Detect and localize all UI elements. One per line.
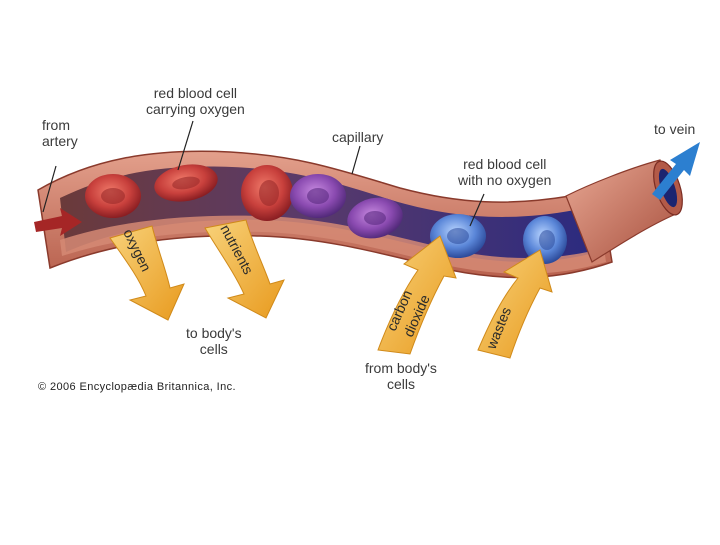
to-vein-label: to vein [654,121,696,137]
oxygen-red-blood-cells [85,164,293,221]
vein-outflow-arrow [652,142,700,200]
artery-inflow-arrow [34,208,82,236]
copyright-notice: © 2006 Encyclopædia Britannica, Inc. [38,381,236,393]
to-bodys-cells-label: to body's cells [186,325,242,357]
red-cell-no-oxygen-label: red blood cell with no oxygen [458,156,552,188]
red-cell-oxygen-leader [177,120,194,171]
from-bodys-cells-label: from body's cells [365,360,437,392]
transitional-blood-cells [290,174,403,239]
red-cell-oxygen-label: red blood cell carrying oxygen [146,85,245,117]
capillary-label: capillary [332,129,384,145]
red-cell-no-oxygen-leader [469,193,485,227]
capillary-leader [351,145,361,175]
from-artery-label: from artery [42,117,78,149]
capillary-wall-bottom-band [60,215,606,274]
from-artery-leader [42,165,57,213]
oxygen-arrow: oxygen [109,225,185,321]
